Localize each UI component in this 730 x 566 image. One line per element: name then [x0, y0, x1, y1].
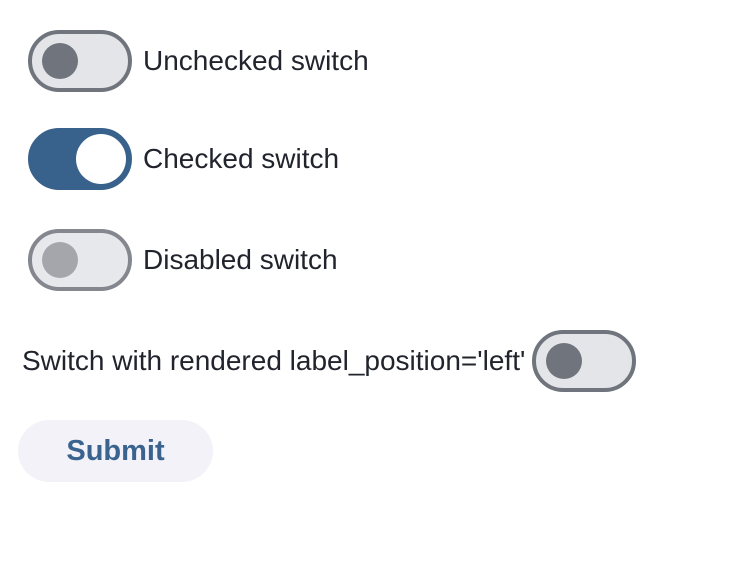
switch-thumb: [76, 134, 126, 184]
switch-thumb: [42, 43, 78, 79]
switch-row-disabled: Disabled switch: [28, 229, 338, 291]
checked-switch-toggle[interactable]: [28, 128, 132, 190]
switch-thumb: [546, 343, 583, 379]
switch-row-unchecked: Unchecked switch: [28, 30, 369, 92]
left-label-switch-toggle[interactable]: [532, 330, 637, 392]
checked-switch-label: Checked switch: [143, 143, 340, 175]
unchecked-switch-label: Unchecked switch: [143, 45, 369, 77]
disabled-switch-label: Disabled switch: [143, 244, 338, 276]
submit-button[interactable]: Submit: [18, 420, 213, 482]
left-label-switch-label: Switch with rendered label_position='lef…: [22, 345, 526, 377]
switch-row-checked: Checked switch: [28, 128, 339, 190]
disabled-switch-toggle: [28, 229, 132, 291]
unchecked-switch-toggle[interactable]: [28, 30, 132, 92]
switch-row-left-label: Switch with rendered label_position='lef…: [22, 330, 637, 392]
switch-thumb: [42, 242, 78, 278]
